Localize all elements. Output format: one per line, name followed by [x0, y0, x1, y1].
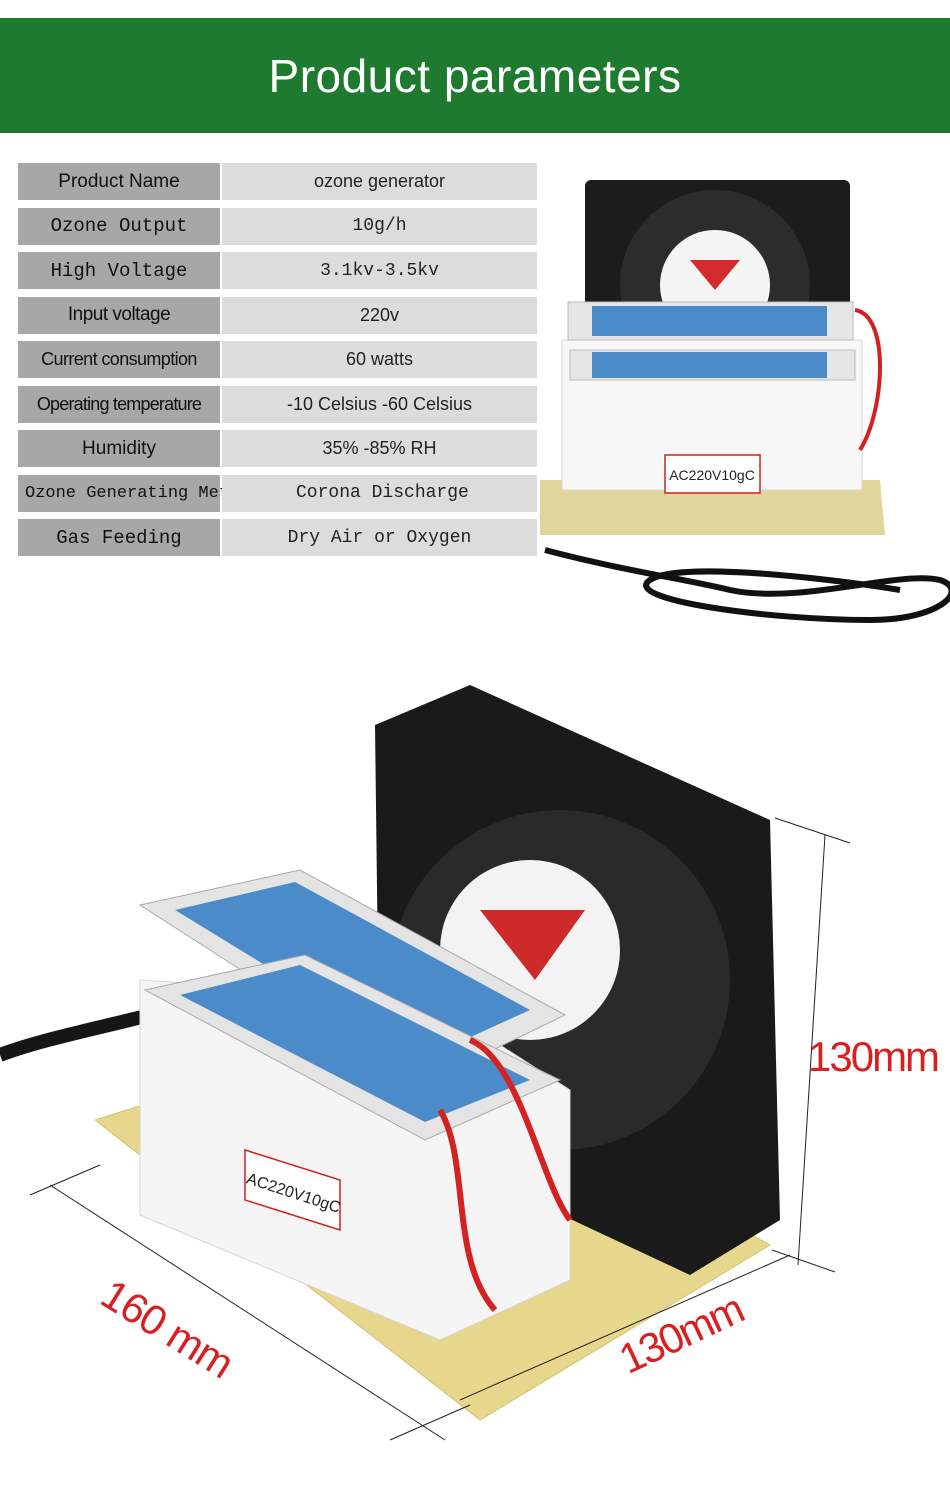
param-value: 35% -85% RH: [222, 430, 537, 467]
param-row-current-consumption: Current consumption 60 watts: [18, 341, 537, 378]
param-label: Current consumption: [18, 341, 220, 378]
param-value: ozone generator: [222, 163, 537, 200]
param-label: Ozone Generating Method: [18, 474, 260, 512]
param-label: Humidity: [18, 430, 220, 467]
param-row-gas-feeding: Gas Feeding Dry Air or Oxygen: [18, 519, 537, 556]
param-value: Corona Discharge: [222, 474, 537, 512]
product-label: AC220V10gC: [669, 467, 755, 483]
param-row-operating-temperature: Operating temperature -10 Celsius -60 Ce…: [18, 385, 537, 423]
param-row-product-name: Product Name ozone generator: [18, 163, 537, 200]
param-label: Operating temperature: [18, 385, 220, 423]
page-title: Product parameters: [268, 49, 682, 102]
param-value: Dry Air or Oxygen: [222, 519, 537, 556]
dimension-height: 130mm: [808, 1033, 940, 1080]
param-row-humidity: Humidity 35% -85% RH: [18, 430, 537, 467]
param-label: Product Name: [18, 163, 220, 200]
param-value: 60 watts: [222, 341, 537, 378]
param-row-input-voltage: Input voltage 220v: [18, 296, 537, 334]
param-label: Ozone Output: [18, 207, 220, 245]
param-value: 10g/h: [222, 207, 537, 245]
param-row-high-voltage: High Voltage 3.1kv-3.5kv: [18, 252, 537, 289]
parameters-table: Product Name ozone generator Ozone Outpu…: [18, 163, 537, 564]
param-value: -10 Celsius -60 Celsius: [222, 385, 537, 423]
param-row-generating-method: Ozone Generating Method Corona Discharge: [18, 474, 537, 512]
product-photo-top: AC220V10gC: [540, 180, 950, 624]
param-label: High Voltage: [18, 252, 220, 289]
product-photo-dimensions: AC220V10gC: [0, 685, 851, 1441]
param-row-ozone-output: Ozone Output 10g/h: [18, 207, 537, 245]
param-value: 3.1kv-3.5kv: [222, 252, 537, 289]
param-value: 220v: [222, 296, 537, 334]
header-banner: Product parameters: [0, 18, 950, 133]
param-label: Input voltage: [18, 296, 220, 334]
param-label: Gas Feeding: [18, 519, 220, 556]
